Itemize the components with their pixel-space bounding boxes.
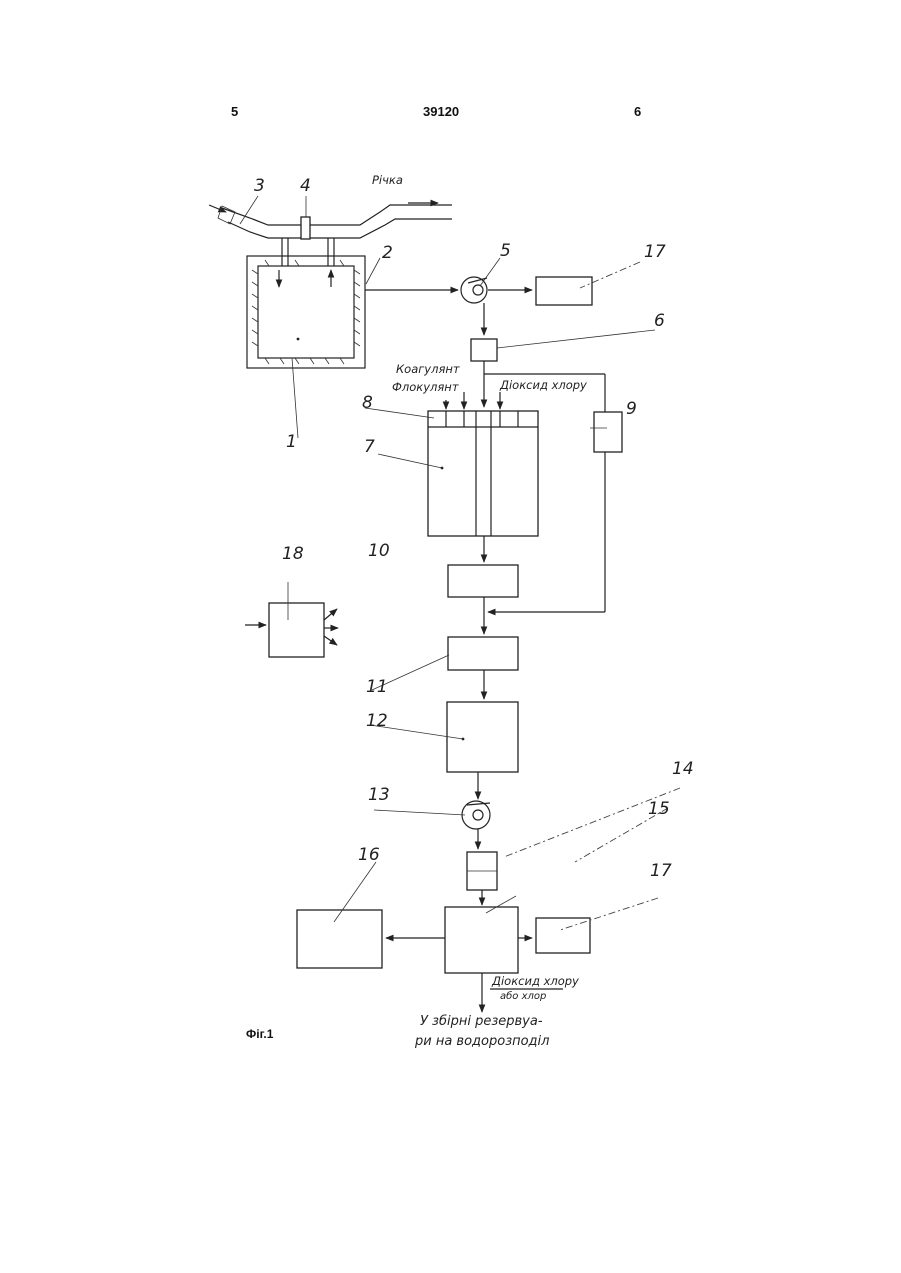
- unit-18: [269, 603, 324, 657]
- reservoir: [247, 256, 365, 368]
- unit-16: [297, 910, 382, 968]
- ref-number-4: 4: [300, 176, 311, 196]
- river-channel: [209, 203, 452, 238]
- label-or-chlorine: або хлор: [500, 990, 546, 1002]
- ref-number-16: 16: [358, 845, 380, 865]
- ref-number-17-top: 17: [644, 242, 666, 262]
- ref-number-17-bottom: 17: [650, 861, 672, 881]
- label-chlorine-dioxide-top: Діоксид хлору: [499, 378, 587, 392]
- intake-pipes: [279, 238, 334, 287]
- label-outlet-line1: У збірні резервуа-: [420, 1014, 543, 1029]
- ref-number-5: 5: [500, 241, 511, 261]
- label-outlet-line2: ри на водорозподіл: [414, 1034, 549, 1049]
- ref-number-15: 15: [648, 799, 670, 819]
- settler-7: [428, 411, 538, 536]
- clean-water-tank-12: [447, 702, 518, 772]
- ref-number-13: 13: [368, 785, 390, 805]
- ref-number-14: 14: [672, 759, 694, 779]
- filter-10: [448, 565, 518, 597]
- intake-valve: [301, 217, 310, 239]
- unit-9: [594, 412, 622, 452]
- meter-6: [471, 339, 497, 361]
- distribution-unit-15: [445, 907, 518, 973]
- label-coagulant: Коагулянт: [396, 362, 460, 376]
- ref-number-18: 18: [282, 544, 304, 564]
- leader-lines: [240, 196, 680, 930]
- unit-11: [448, 637, 518, 670]
- ref-number-7: 7: [364, 437, 375, 457]
- ref-number-2: 2: [382, 243, 393, 263]
- label-chlorine-dioxide-bottom: Діоксид хлору: [491, 974, 579, 988]
- ref-number-1: 1: [286, 432, 297, 452]
- ref-number-9: 9: [626, 399, 637, 419]
- ref-number-6: 6: [654, 311, 665, 331]
- label-flocculant: Флокулянт: [392, 380, 459, 394]
- pump-13: [462, 801, 490, 829]
- pump-5: [461, 277, 487, 303]
- figure-caption: Фіг.1: [246, 1027, 273, 1041]
- ref-number-11: 11: [366, 677, 388, 697]
- ref-number-12: 12: [366, 711, 388, 731]
- label-river: Річка: [372, 173, 403, 187]
- ref-number-10: 10: [368, 541, 390, 561]
- unit-17-top: [536, 277, 592, 305]
- ref-number-8: 8: [362, 393, 373, 413]
- ref-number-3: 3: [254, 176, 265, 196]
